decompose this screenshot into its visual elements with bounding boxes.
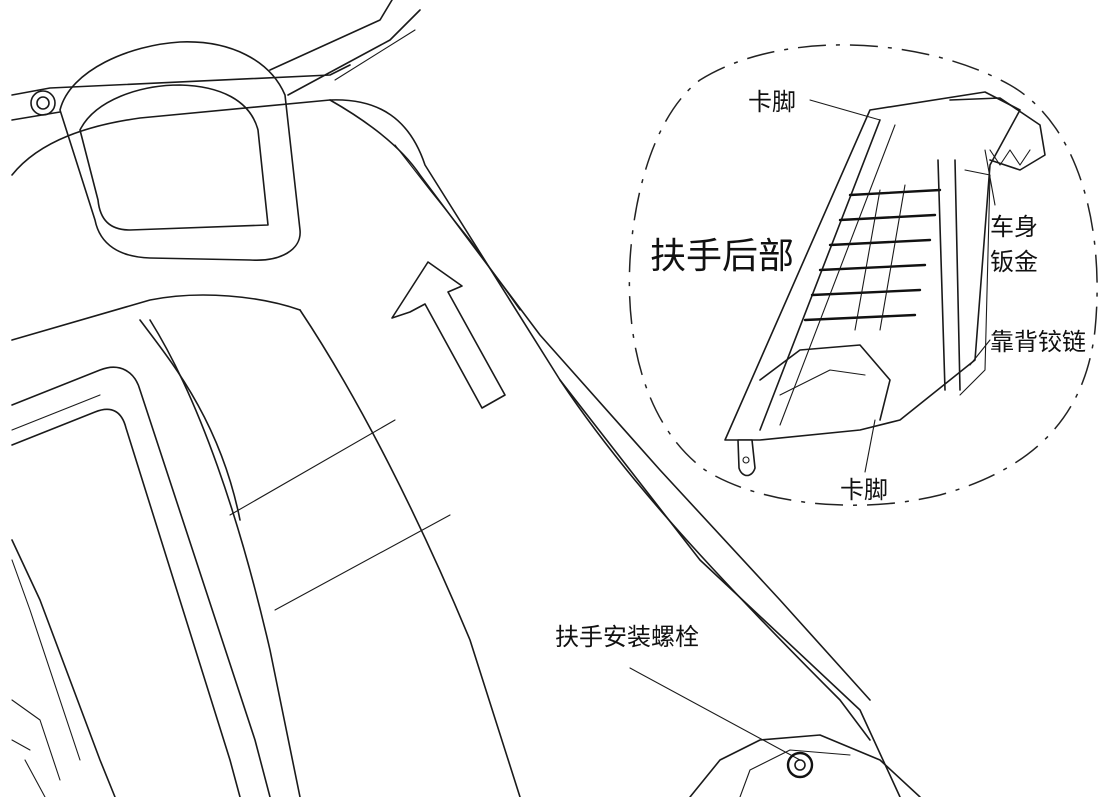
top-clip-detail bbox=[949, 97, 1046, 171]
storage-bottom-detail bbox=[11, 699, 61, 797]
detail-callout bbox=[628, 44, 1098, 506]
panel-curve-mid bbox=[299, 309, 521, 797]
lid-seam-2 bbox=[139, 319, 241, 521]
label-armrest-bolt: 扶手安装螺栓 bbox=[555, 623, 699, 651]
bolt-top-left-inner bbox=[36, 96, 50, 110]
console-drawing bbox=[11, 0, 921, 797]
panel-curve-left bbox=[149, 319, 301, 797]
storage-left-wall bbox=[11, 539, 116, 797]
storage-left-wall-2 bbox=[11, 559, 81, 761]
leader-body-metal bbox=[984, 149, 996, 206]
top-rail-1 bbox=[11, 64, 351, 96]
storage-opening-inner bbox=[11, 408, 241, 797]
leader-hinge bbox=[969, 339, 991, 366]
lid-seam-1 bbox=[11, 294, 301, 341]
armrest-lid-outline bbox=[11, 99, 901, 797]
label-body-sheet-metal-2: 钣金 bbox=[990, 248, 1038, 276]
lower-mechanism bbox=[759, 344, 891, 421]
panel-line-1 bbox=[229, 419, 396, 516]
storage-opening-rim bbox=[11, 394, 101, 431]
direction-arrow-icon bbox=[391, 261, 506, 409]
bolt-leader-line bbox=[629, 667, 801, 761]
label-seatback-hinge: 靠背铰链 bbox=[990, 328, 1086, 356]
armrest-rear-spine bbox=[759, 119, 881, 431]
armrest-lid-edge-2 bbox=[394, 144, 521, 311]
leader-clip-bottom bbox=[864, 419, 876, 473]
lower-bracket bbox=[689, 734, 921, 797]
lower-mechanism-2 bbox=[779, 369, 866, 396]
leader-clip-top bbox=[809, 99, 881, 121]
rear-block-outline bbox=[59, 41, 301, 261]
callout-circle bbox=[628, 44, 1098, 506]
armrest-ribs bbox=[803, 184, 942, 331]
bottom-clip-hole bbox=[742, 456, 750, 464]
rear-block-inner bbox=[79, 84, 269, 231]
label-armrest-rear: 扶手后部 bbox=[650, 236, 794, 277]
top-rail-4 bbox=[287, 9, 421, 96]
top-rail-2 bbox=[11, 111, 61, 121]
label-body-sheet-metal-1: 车身 bbox=[990, 213, 1038, 241]
top-rail-5 bbox=[334, 29, 416, 81]
hinge-body bbox=[959, 169, 991, 396]
top-clip-teeth bbox=[989, 149, 1031, 166]
lower-right-surface bbox=[559, 379, 871, 741]
label-clip-top: 卡脚 bbox=[748, 88, 796, 116]
armrest-rear-spine-2 bbox=[779, 124, 896, 426]
bottom-clip-tab bbox=[737, 439, 756, 477]
armrest-bolt-center bbox=[794, 759, 806, 771]
storage-opening-outer bbox=[11, 366, 271, 797]
lower-bracket-2 bbox=[739, 749, 851, 797]
armrest-bolt-icon bbox=[786, 751, 814, 779]
hinge-tube bbox=[937, 159, 961, 391]
top-rail-3 bbox=[269, 0, 393, 71]
label-clip-bottom: 卡脚 bbox=[840, 476, 888, 504]
panel-line-2 bbox=[274, 514, 451, 611]
bolt-top-left-icon bbox=[30, 90, 56, 116]
